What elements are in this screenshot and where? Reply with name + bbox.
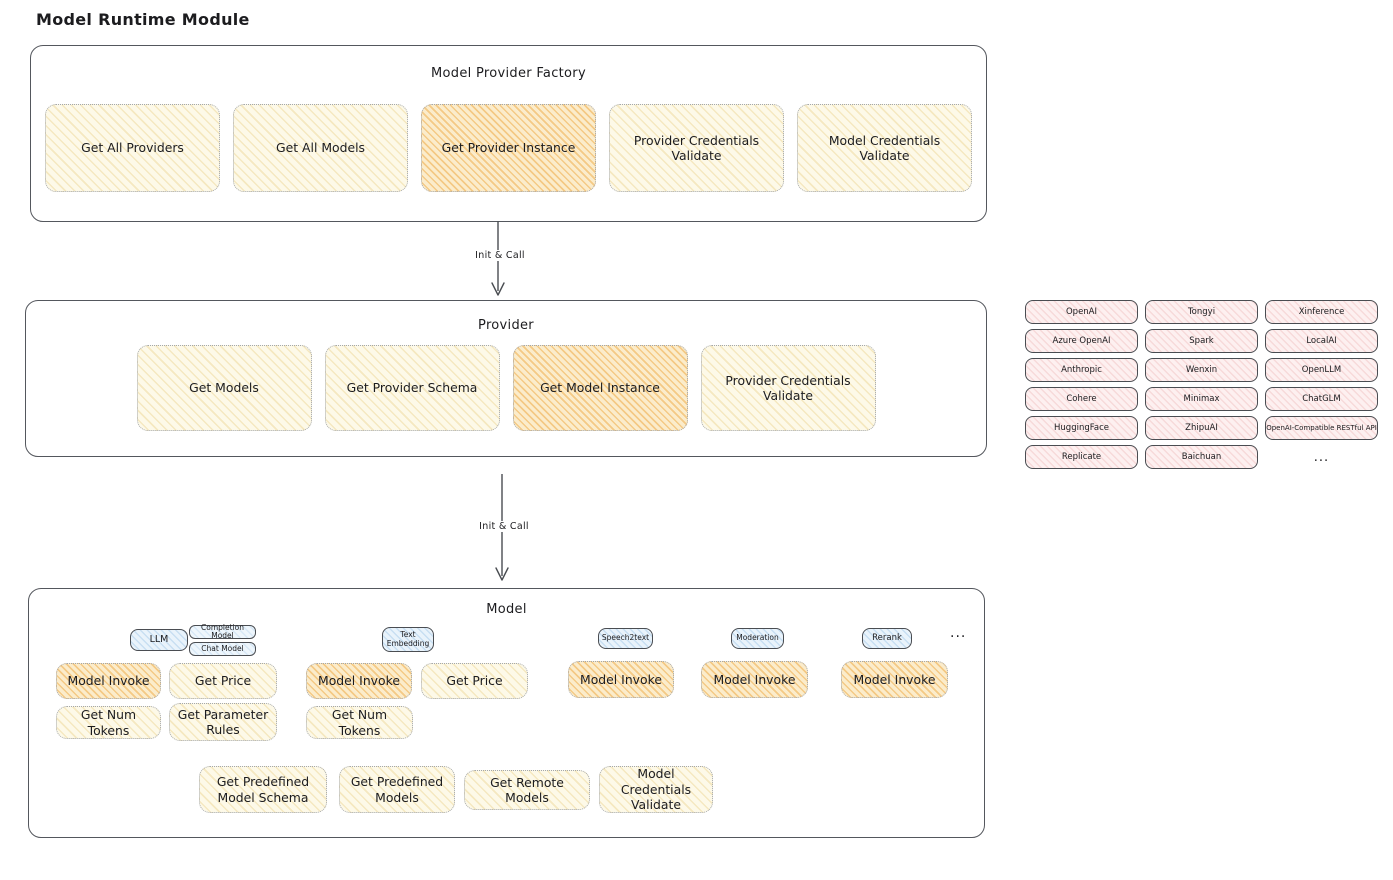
- model-tab-moderation: Moderation: [731, 628, 784, 649]
- factory-btn-get-all-providers: Get All Providers: [45, 104, 220, 192]
- provider-pill-cohere: Cohere: [1025, 387, 1138, 411]
- model-tab-rerank: Rerank: [862, 628, 912, 649]
- provider-pill-spark: Spark: [1145, 329, 1258, 353]
- provider-pill-chatglm: ChatGLM: [1265, 387, 1378, 411]
- init-call-label-2: Init & Call: [472, 521, 536, 532]
- model-btn-model-invoke-moderation: Model Invoke: [701, 661, 808, 698]
- provider-btn-get-models: Get Models: [136, 345, 312, 431]
- model-tab-text-embedding: Text Embedding: [382, 627, 434, 652]
- factory-btn-get-provider-instance: Get Provider Instance: [421, 104, 596, 192]
- factory-btn-get-all-models: Get All Models: [233, 104, 408, 192]
- model-btn-get-parameter-rules: Get Parameter Rules: [169, 703, 277, 741]
- factory-btn-provider-credentials-validate: Provider Credentials Validate: [609, 104, 784, 192]
- model-btn-model-invoke-text-embedding: Model Invoke: [306, 663, 412, 699]
- provider-list: OpenAI Tongyi Xinference Azure OpenAI Sp…: [1025, 300, 1378, 469]
- model-btn-get-remote-models: Get Remote Models: [464, 770, 590, 810]
- provider-pill-zhipuai: ZhipuAI: [1145, 416, 1258, 440]
- provider-pill-wenxin: Wenxin: [1145, 358, 1258, 382]
- model-panel: Model LLM Completion Model Chat Model Te…: [28, 588, 1002, 855]
- provider-pill-minimax: Minimax: [1145, 387, 1258, 411]
- provider-pill-localai: LocalAI: [1265, 329, 1378, 353]
- provider-pill-xinference: Xinference: [1265, 300, 1378, 324]
- provider-pill-baichuan: Baichuan: [1145, 445, 1258, 469]
- model-title: Model: [486, 602, 527, 617]
- model-btn-get-price-text-embedding: Get Price: [421, 663, 528, 699]
- provider-btn-get-model-instance: Get Model Instance: [512, 345, 688, 431]
- provider-pill-anthropic: Anthropic: [1025, 358, 1138, 382]
- factory-btn-model-credentials-validate: Model Credentials Validate: [797, 104, 972, 192]
- provider-button-row: Get Models Get Provider Schema Get Model…: [26, 345, 986, 431]
- model-btn-get-num-tokens-text-embedding: Get Num Tokens: [306, 706, 413, 739]
- model-btn-get-predefined-model-schema: Get Predefined Model Schema: [199, 766, 327, 813]
- model-btn-model-invoke-llm: Model Invoke: [56, 663, 161, 699]
- model-tab-ellipsis: ...: [950, 625, 967, 641]
- provider-btn-get-provider-schema: Get Provider Schema: [324, 345, 500, 431]
- model-btn-get-predefined-models: Get Predefined Models: [339, 766, 455, 813]
- provider-title: Provider: [478, 318, 534, 333]
- provider-pill-tongyi: Tongyi: [1145, 300, 1258, 324]
- factory-panel: Model Provider Factory Get All Providers…: [30, 45, 987, 222]
- model-btn-model-invoke-rerank: Model Invoke: [841, 661, 948, 698]
- model-tab-completion-model: Completion Model: [189, 623, 256, 640]
- provider-pill-replicate: Replicate: [1025, 445, 1138, 469]
- provider-pill-ellipsis: ...: [1313, 449, 1330, 465]
- page-title: Model Runtime Module: [36, 10, 250, 29]
- provider-pill-huggingface: HuggingFace: [1025, 416, 1138, 440]
- model-btn-get-num-tokens-llm: Get Num Tokens: [56, 706, 161, 739]
- init-call-label-1: Init & Call: [468, 250, 532, 261]
- provider-btn-provider-credentials-validate: Provider Credentials Validate: [700, 345, 876, 431]
- model-btn-model-credentials-validate: Model Credentials Validate: [599, 766, 713, 813]
- model-btn-model-invoke-speech2text: Model Invoke: [568, 661, 674, 698]
- provider-pill-azure-openai: Azure OpenAI: [1025, 329, 1138, 353]
- model-tab-llm: LLM: [130, 629, 188, 651]
- model-btn-get-price-llm: Get Price: [169, 663, 277, 699]
- factory-title: Model Provider Factory: [431, 66, 586, 81]
- provider-pill-openai-compatible-restful-api: OpenAI-Compatible RESTful API: [1265, 416, 1378, 440]
- model-tab-speech2text: Speech2text: [598, 628, 653, 649]
- provider-pill-openllm: OpenLLM: [1265, 358, 1378, 382]
- model-tab-chat-model: Chat Model: [189, 642, 256, 656]
- factory-button-row: Get All Providers Get All Models Get Pro…: [31, 104, 986, 192]
- provider-pill-openai: OpenAI: [1025, 300, 1138, 324]
- provider-panel: Provider Get Models Get Provider Schema …: [25, 300, 1004, 474]
